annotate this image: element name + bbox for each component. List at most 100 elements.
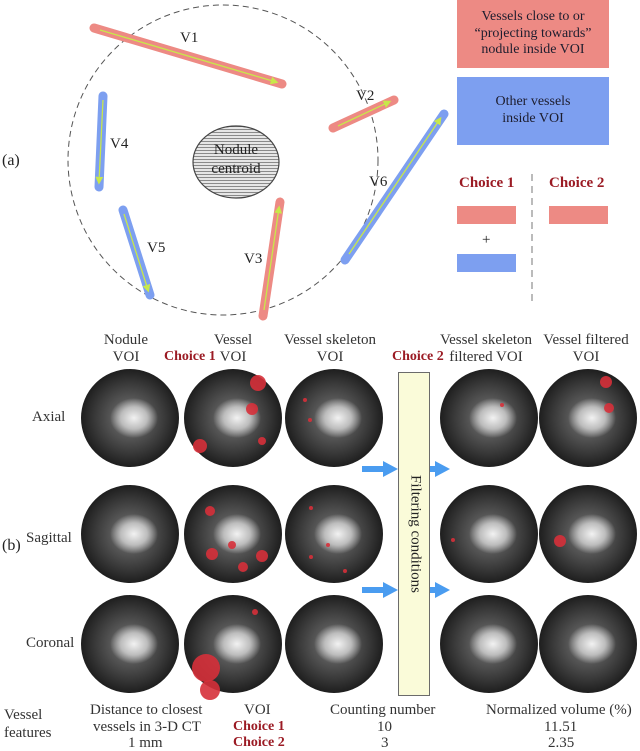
ct-image-sagittal-nodule-voi <box>81 485 179 583</box>
legend-other-line2: inside VOI <box>502 111 564 126</box>
vessel-highlight <box>206 548 218 560</box>
header-vessel-filtered-1: Vessel filtered <box>543 332 629 348</box>
legend-choice2-label: Choice 2 <box>549 175 605 191</box>
vessel-highlight <box>451 538 455 542</box>
choice1-other-swatch <box>457 254 516 272</box>
vessel-highlight <box>326 543 330 547</box>
voi-choice2: Choice 2 <box>233 735 285 750</box>
nodule-blob <box>314 398 362 438</box>
vessel-highlight <box>604 403 614 413</box>
ct-image-axial-skeleton-filtered-voi <box>440 369 538 467</box>
vessel-highlight <box>308 418 312 422</box>
legend-close-line3: nodule inside VOI <box>481 42 585 58</box>
vessel-label-v6: V6 <box>369 174 388 190</box>
panel-a-label: (a) <box>2 152 20 169</box>
choice1-close-swatch <box>457 206 516 224</box>
legend-plus-sign: + <box>482 232 491 248</box>
nodule-blob <box>469 398 517 438</box>
header-skeleton-filtered-1: Vessel skeleton <box>439 332 533 348</box>
ct-image-coronal-vessel-voi <box>184 595 282 700</box>
header-skeleton-filtered-2: filtered VOI <box>449 349 523 365</box>
ct-image-coronal-vessel-filtered-voi <box>539 595 637 693</box>
legend-close-line1: Vessels close to or <box>481 8 585 24</box>
vessel-highlight <box>600 376 612 388</box>
ct-image-axial-vessel-filtered-voi <box>539 369 637 467</box>
distance-value: 1 mm <box>128 735 163 751</box>
header-choice2: Choice 2 <box>392 349 444 364</box>
distance-header-1: Distance to closest <box>90 702 203 718</box>
vessel-highlight <box>228 541 236 549</box>
header-skeleton-voi-2: VOI <box>316 349 344 365</box>
vessel-highlight <box>258 437 266 445</box>
nodule-centroid-shape <box>192 125 280 199</box>
vessel-highlight <box>252 609 258 615</box>
vessel-label-v1: V1 <box>180 30 199 46</box>
vessel-highlight <box>500 403 504 407</box>
volume-choice2: 2.35 <box>548 735 575 751</box>
nodule-blob <box>213 514 261 554</box>
vessel-v6 <box>340 109 449 265</box>
nodule-label-line1: Nodule <box>213 142 259 158</box>
header-vessel-voi-1: Vessel <box>213 332 253 348</box>
vessel-v5 <box>118 205 155 300</box>
ct-image-coronal-skeleton-filtered-voi <box>440 595 538 693</box>
vessel-highlight <box>303 398 307 402</box>
legend-choice1-label: Choice 1 <box>459 175 515 191</box>
row-label-coronal: Coronal <box>26 635 75 651</box>
nodule-blob <box>213 624 261 664</box>
panel-b-label: (b) <box>2 537 21 554</box>
vessel-highlight <box>554 535 566 547</box>
row-label-sagittal: Sagittal <box>26 530 72 546</box>
ct-image-axial-skeleton-voi <box>285 369 383 467</box>
vessel-highlight <box>343 569 347 573</box>
row-label-axial: Axial <box>32 409 66 425</box>
vessel-highlight <box>238 562 248 572</box>
ct-image-axial-vessel-voi <box>184 369 282 467</box>
nodule-blob <box>314 624 362 664</box>
ct-image-grid <box>81 369 637 700</box>
legend-other-vessels: Other vessels inside VOI <box>457 77 609 145</box>
vessel-highlight <box>192 654 220 682</box>
header-choice1: Choice 1 <box>164 349 216 364</box>
vessel-v2 <box>328 95 399 133</box>
vessel-highlight <box>193 439 207 453</box>
legend-close-line2: “projecting towards” <box>474 25 592 41</box>
ct-image-coronal-nodule-voi <box>81 595 179 693</box>
vessel-v1 <box>89 23 287 89</box>
vessel-highlight <box>200 680 220 700</box>
header-vessel-voi-2: VOI <box>219 349 247 365</box>
volume-choice1: 11.51 <box>544 719 578 735</box>
ct-image-sagittal-vessel-filtered-voi <box>539 485 637 583</box>
count-choice2: 3 <box>381 735 389 751</box>
vessel-label-v3: V3 <box>244 251 263 267</box>
vessel-v3 <box>258 197 285 321</box>
nodule-blob <box>110 624 158 664</box>
vessel-highlight <box>205 506 215 516</box>
nodule-blob <box>110 514 158 554</box>
volume-header: Normalized volume (%) <box>486 702 632 718</box>
voi-boundary-circle <box>67 4 379 316</box>
nodule-blob <box>568 514 616 554</box>
vessel-v4 <box>94 91 108 192</box>
nodule-blob <box>314 514 362 554</box>
ct-image-coronal-skeleton-voi <box>285 595 383 693</box>
features-label-1: Vessel <box>4 707 43 723</box>
nodule-blob <box>568 624 616 664</box>
count-choice1: 10 <box>377 719 392 735</box>
voi-header: VOI <box>244 702 271 718</box>
vessel-label-v4: V4 <box>110 136 129 152</box>
filtering-conditions-label: Filtering conditions <box>407 475 424 593</box>
header-nodule-voi-2: VOI <box>112 349 140 365</box>
filtering-conditions-box <box>398 372 430 696</box>
header-skeleton-voi-1: Vessel skeleton <box>283 332 377 348</box>
ct-image-sagittal-vessel-voi <box>184 485 282 583</box>
header-nodule-voi-1: Nodule <box>103 332 149 348</box>
arrow-skeleton-to-filter-2 <box>362 582 398 598</box>
legend-other-line1: Other vessels <box>495 94 571 110</box>
ct-image-sagittal-skeleton-voi <box>285 485 383 583</box>
nodule-blob <box>110 398 158 438</box>
ct-image-sagittal-skeleton-filtered-voi <box>440 485 538 583</box>
nodule-label-line2: centroid <box>211 161 261 177</box>
vessel-highlight <box>250 375 266 391</box>
